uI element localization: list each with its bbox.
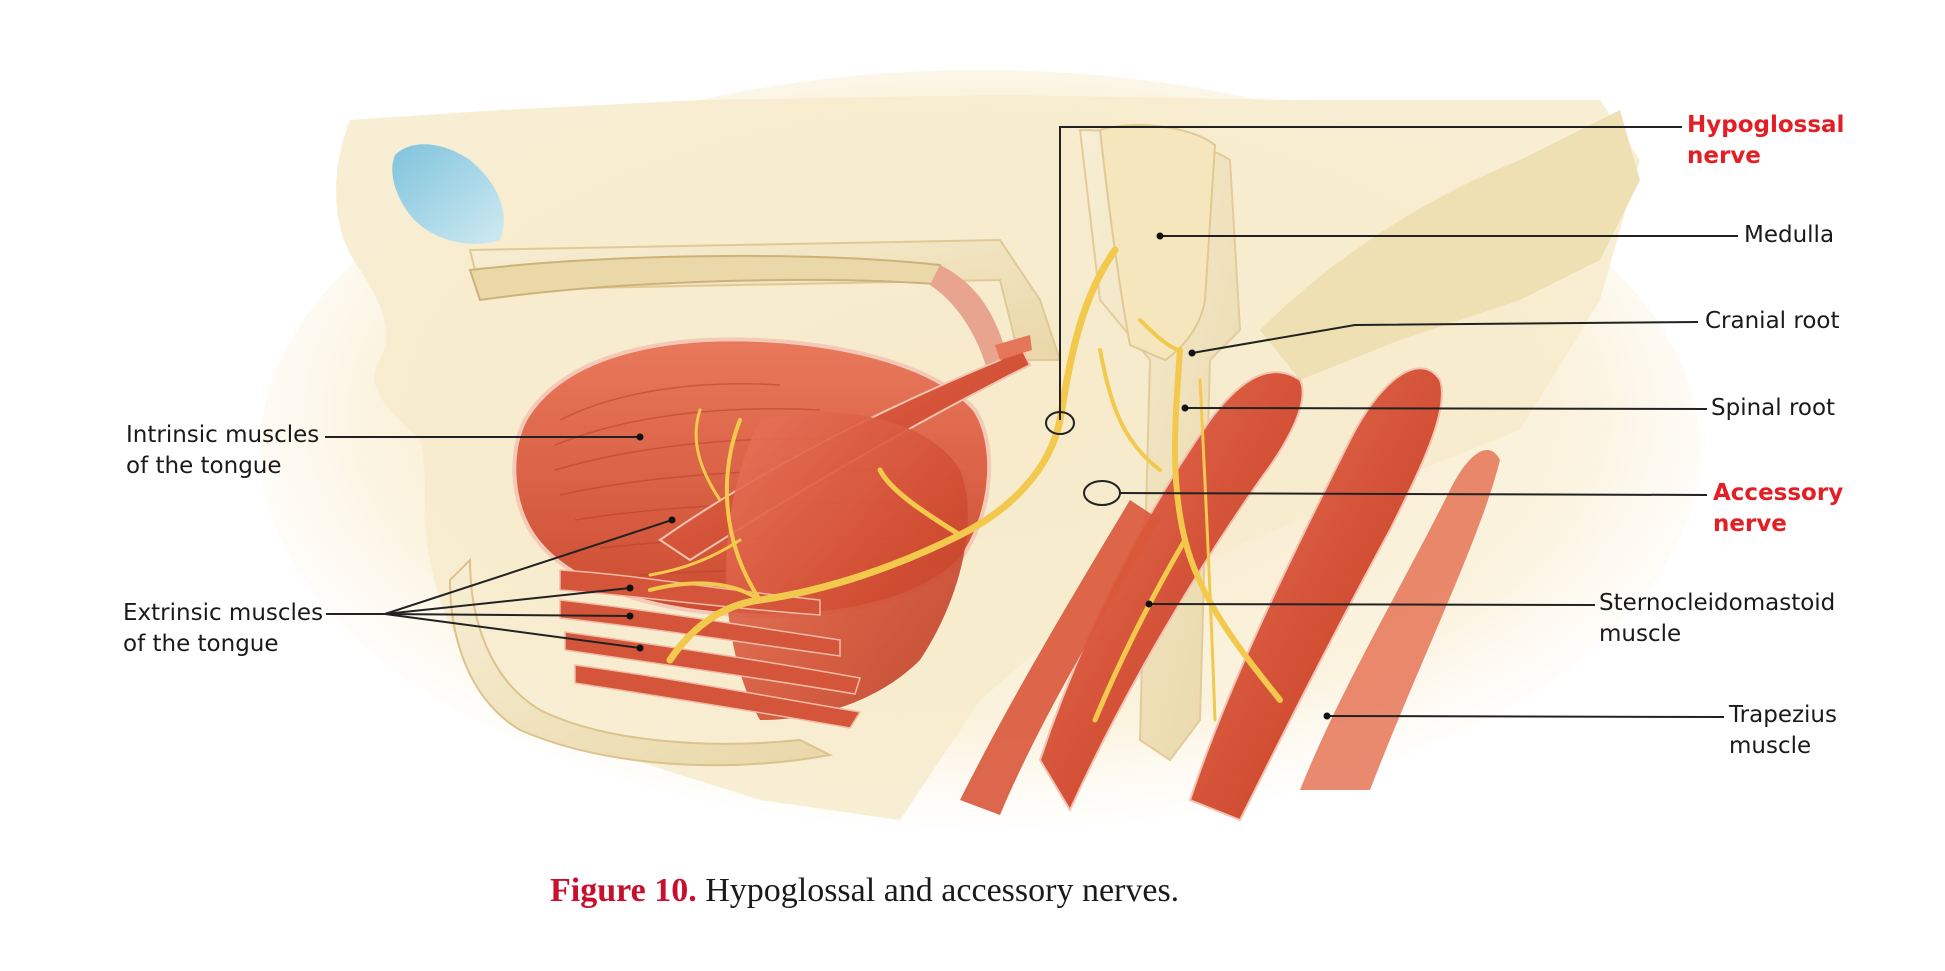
accessory-nerve-label: Accessory nerve [1713, 478, 1843, 540]
intrinsic-muscles-label-line2: of the tongue [126, 453, 282, 479]
trapezius-label-line2: muscle [1729, 733, 1812, 759]
hypoglossal-nerve-label: Hypoglossal nerve [1687, 110, 1844, 172]
trapezius-label-line1: Trapezius [1729, 702, 1837, 728]
extrinsic-muscles-label-line1: Extrinsic muscles [123, 600, 324, 626]
cranial-root-label: Cranial root [1705, 306, 1840, 337]
hypoglossal-marker [1045, 411, 1075, 435]
medulla-label-text: Medulla [1744, 222, 1835, 248]
sternocleidomastoid-label: Sternocleidomastoid muscle [1599, 588, 1835, 650]
leader-trapezius [1326, 715, 1725, 718]
cranial-root-label-text: Cranial root [1705, 308, 1840, 334]
accessory-nerve-label-line1: Accessory [1713, 480, 1844, 506]
extrinsic-muscles-label-line2: of the tongue [123, 631, 279, 657]
spinal-root-label-text: Spinal root [1711, 395, 1836, 421]
accessory-nerve-label-line2: nerve [1713, 511, 1787, 537]
figure-caption: Figure 10. Hypoglossal and accessory ner… [550, 872, 1179, 910]
occipital-bone [1260, 110, 1640, 380]
hypoglossal-nerve-label-line1: Hypoglossal [1687, 112, 1845, 138]
hypoglossal-nerve [648, 246, 1119, 664]
accessory-marker [1083, 480, 1121, 506]
figure-number: Figure 10. [550, 872, 697, 909]
extrinsic-muscles-label: Extrinsic muscles of the tongue [123, 598, 323, 660]
leader-sternocleidomastoid [1148, 603, 1596, 606]
leader-accessory [1118, 492, 1708, 496]
trapezius-label: Trapezius muscle [1729, 700, 1837, 762]
sternocleidomastoid-lower [960, 500, 1160, 815]
leader-hypoglossal [1059, 126, 1682, 420]
leader-dots [626, 232, 1331, 720]
figure-caption-text: Hypoglossal and accessory nerves. [696, 872, 1180, 909]
sternocleidomastoid-label-line2: muscle [1599, 621, 1682, 647]
leader-extrinsic-2 [384, 587, 631, 615]
medulla-label: Medulla [1744, 220, 1834, 251]
intrinsic-muscles-label-line1: Intrinsic muscles [126, 422, 320, 448]
leader-extrinsic-4 [384, 613, 641, 649]
soft-palate [930, 265, 1010, 380]
leader-extrinsic-3 [384, 613, 631, 617]
mandible [448, 557, 834, 767]
frontal-sinus [392, 144, 504, 244]
accessory-nerve [1092, 318, 1283, 723]
leader-lines [325, 126, 1738, 718]
spinal-root-label: Spinal root [1711, 393, 1835, 424]
trapezius-muscle [1188, 367, 1443, 822]
hypoglossal-nerve-label-line2: nerve [1687, 143, 1761, 169]
trapezius-muscle-back [1300, 450, 1500, 790]
sternocleidomastoid-label-line1: Sternocleidomastoid [1599, 590, 1836, 616]
intrinsic-muscles-label: Intrinsic muscles of the tongue [126, 420, 319, 482]
styloid-process [995, 335, 1032, 360]
leader-cranial-root [1191, 321, 1699, 354]
leader-spinal-root [1184, 407, 1708, 410]
